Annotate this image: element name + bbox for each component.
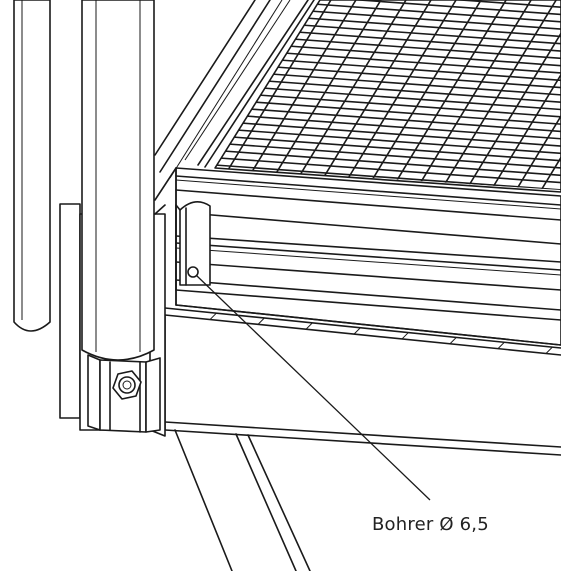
hex-bolt-icon [112,370,142,400]
frame-edge [154,0,283,201]
grating [184,0,561,193]
table-legs [174,429,311,571]
pipe-clamp [87,354,161,433]
drill-callout-label: Bohrer Ø 6,5 [372,514,489,535]
leader-line [196,275,431,501]
drill-tab [175,201,211,291]
back-pipe [13,0,51,332]
hatched-strip [164,307,561,356]
drill-hole-icon [187,266,199,278]
front-pipe [81,0,155,361]
aluminium-profile [175,167,561,346]
